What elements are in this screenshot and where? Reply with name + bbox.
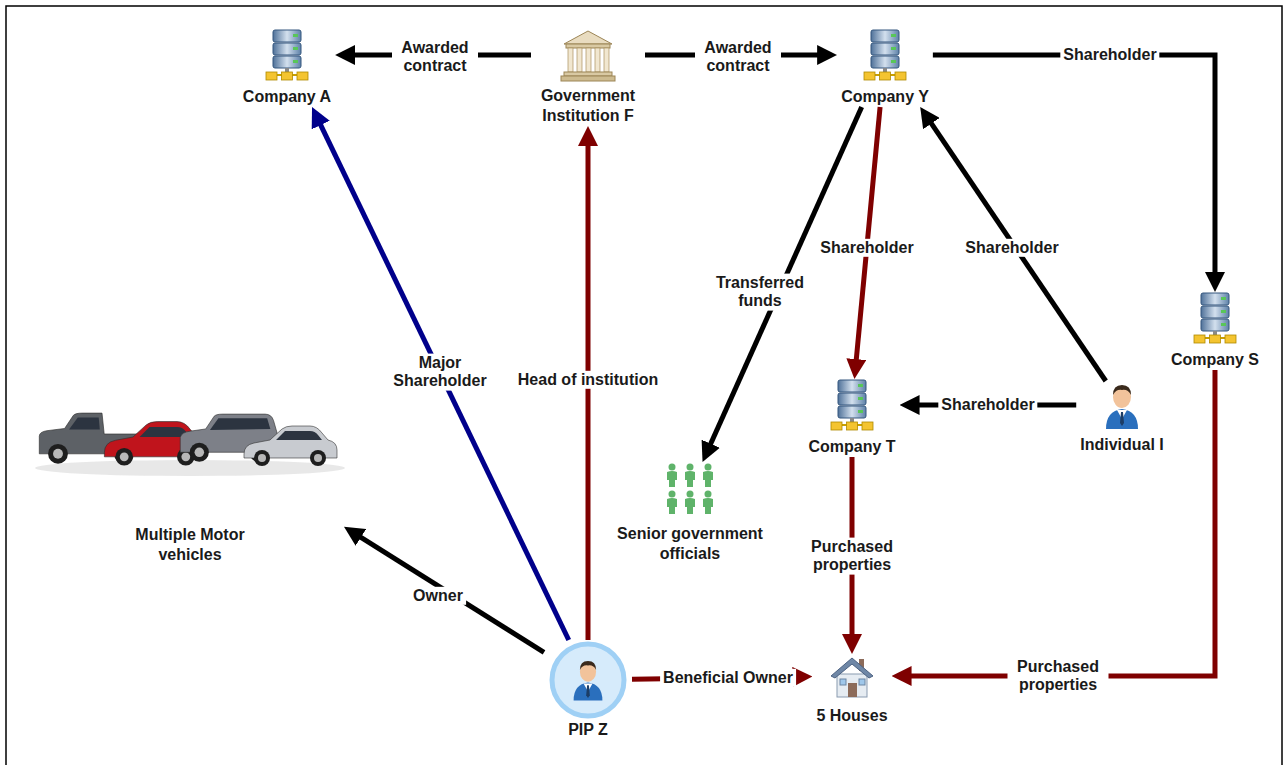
entity-node: Company A [239,29,335,107]
edge-label: Awarded contract [695,39,781,76]
connector-arrow [707,107,861,451]
vehicles-picture [35,413,345,476]
connector-arrow [927,117,1106,381]
entity-node: Individual I [1076,381,1168,455]
entity-node: Multiple Motor vehicles [36,375,344,565]
node-label: Multiple Motor vehicles [130,525,250,565]
node-label: Company A [243,87,331,107]
company-icon [1194,293,1236,343]
institution-icon [561,31,615,81]
person-icon [1106,385,1138,429]
edge-label: Transferred funds [707,274,813,311]
edge-label: Major Shareholder [387,354,493,391]
entity-node: Company Y [837,29,933,107]
entity-node: Company S [1167,292,1263,370]
company-icon [831,380,873,430]
connector-arrow [856,107,881,367]
node-label: 5 Houses [816,706,887,726]
connector-arrow [354,533,544,652]
frame-border [6,6,1282,765]
entity-node: PIP Z [544,640,632,740]
entity-node: 5 Houses [812,654,891,726]
pip-icon [552,644,624,716]
edge-label: Head of institution [515,371,661,389]
edge-label: Shareholder [1060,46,1159,64]
connector-arrow [904,370,1215,676]
edge-label: Shareholder [938,396,1037,414]
edge-label: Awarded contract [392,39,478,76]
entity-node: Senior government officials [607,462,773,564]
edge-label: Shareholder [962,239,1061,257]
connector-arrow [933,55,1215,280]
company-icon [266,30,308,80]
node-label: Company Y [841,87,929,107]
house-icon [831,658,873,697]
node-label: Company T [808,437,895,457]
node-label: Company S [1171,350,1259,370]
node-label: PIP Z [568,720,608,740]
node-label: Senior government officials [611,524,769,564]
node-label: Government Institution F [535,86,641,126]
entity-node: Company T [804,379,899,457]
entity-node: Government Institution F [531,28,645,126]
company-icon [864,30,906,80]
officials-icon [667,464,713,515]
edge-label: Shareholder [817,239,916,257]
edge-label: Beneficial Owner [660,669,796,687]
edge-label: Purchased properties [1008,658,1109,695]
node-label: Individual I [1080,435,1164,455]
edge-label: Purchased properties [802,538,903,575]
edge-label: Owner [410,587,466,605]
